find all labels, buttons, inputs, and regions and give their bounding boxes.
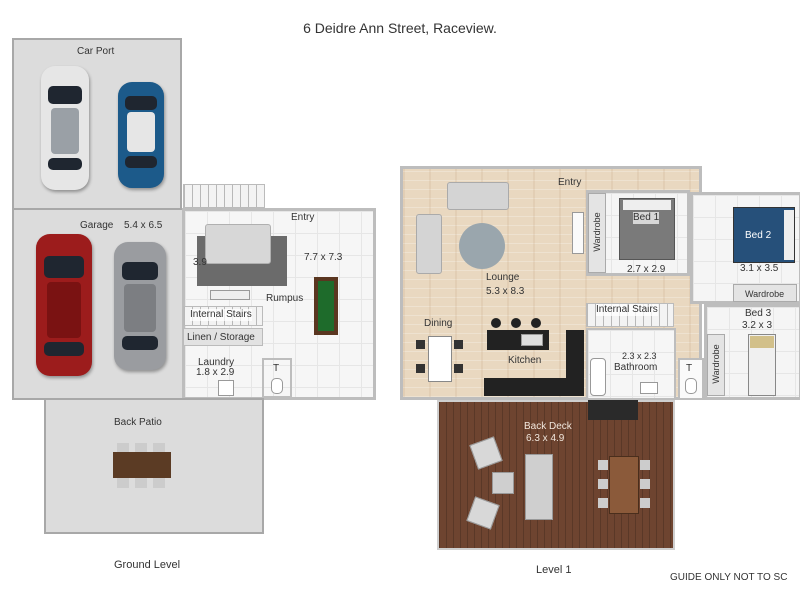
rumpus-dimension: 7.7 x 7.3 [304,252,343,263]
round-rug [459,223,505,269]
patio-chair [117,478,129,488]
bed-3-wardrobe-label: Wardrobe [711,344,721,384]
bath-tub [590,358,606,396]
bed-1-pillows [623,200,671,210]
kitchen-sink [521,334,543,346]
linen-storage-room [183,328,263,346]
car-red [36,234,92,376]
lounge-sofa-side [416,214,442,274]
tv-cabinet [572,212,584,254]
car-port-label: Car Port [77,46,115,57]
deck-dining-table [609,456,639,514]
plan-title: 6 Deidre Ann Street, Raceview. [303,20,497,36]
bed-1-wardrobe [588,193,606,273]
patio-chair [117,443,129,452]
dining-table [428,336,452,382]
kitchen-label: Kitchen [508,355,542,366]
level1-toilet-bowl [685,378,697,394]
dining-chair [416,340,425,349]
patio-table [113,452,171,478]
bathroom-dimension: 2.3 x 2.3 [622,351,657,361]
outdoor-sofa [525,454,553,520]
dining-chair [454,364,463,373]
disclaimer-text: GUIDE ONLY NOT TO SC [670,572,788,583]
bed-2-dimension: 3.1 x 3.5 [740,263,779,274]
lounge-label: Lounge [486,272,520,283]
linen-storage-label: Linen / Storage [187,332,255,343]
deck-chair [598,498,608,508]
deck-chair [640,498,650,508]
deck-chair [640,479,650,489]
laundry-dimension: 1.8 x 2.9 [196,367,235,378]
ground-internal-stairs-label: Internal Stairs [190,309,252,321]
rumpus-side-dimension: 3.9 [193,257,207,268]
level-1-label: Level 1 [536,564,572,576]
bed-3-pillow [750,336,774,348]
ground-level-label: Ground Level [114,559,181,571]
bed-2-pillows [784,210,794,260]
dining-label: Dining [424,318,453,329]
garage-dimension: 5.4 x 6.5 [124,220,163,231]
ground-toilet-bowl [271,378,283,394]
bed-2-label: Bed 2 [745,230,772,241]
bed-3-label: Bed 3 [745,308,772,319]
bathroom-label: Bathroom [614,362,658,373]
ground-toilet-label: T [273,363,280,374]
back-deck-label: Back Deck [524,421,572,432]
patio-chair [153,443,165,452]
sofa [205,224,271,264]
outdoor-coffee-table [492,472,514,494]
lounge-sofa-top [447,182,509,210]
bed-1-label: Bed 1 [633,212,660,224]
patio-chair [153,478,165,488]
tv-unit [210,290,250,300]
dining-chair [416,364,425,373]
bed-1-wardrobe-label: Wardrobe [592,212,602,252]
bed-2-wardrobe-label: Wardrobe [745,289,785,299]
ground-external-stairs [183,184,265,208]
lounge-dimension: 5.3 x 8.3 [486,286,525,297]
back-deck-dimension: 6.3 x 4.9 [526,433,565,444]
garage-label: Garage [80,220,114,231]
bar-stool [511,318,521,328]
car-blue [118,82,164,188]
deck-chair [598,460,608,470]
car-silver [114,242,166,370]
ground-entry-label: Entry [291,212,315,223]
level1-toilet-label: T [686,363,693,374]
deck-chair [640,460,650,470]
car-white [41,66,89,190]
bbq [588,400,638,420]
bed-2-wardrobe [733,284,797,302]
level1-internal-stairs-label: Internal Stairs [596,304,658,316]
kitchen-side-bench [566,330,584,396]
bar-stool [491,318,501,328]
patio-chair [135,478,147,488]
level1-entry-label: Entry [558,177,582,188]
vanity [640,382,658,394]
dining-chair [454,340,463,349]
bed-1-dimension: 2.7 x 2.9 [627,264,666,275]
kitchen-bench [484,378,584,396]
patio-chair [135,443,147,452]
bed-3-wardrobe [707,334,725,396]
laundry-tub [218,380,234,396]
back-patio-label: Back Patio [114,417,162,428]
bed-3-dimension: 3.2 x 3 [742,320,773,331]
deck-chair [598,479,608,489]
pool-table [314,277,338,335]
bar-stool [531,318,541,328]
ground-toilet-room [262,358,292,398]
laundry-label: Laundry [198,357,235,368]
rumpus-label: Rumpus [266,293,304,304]
